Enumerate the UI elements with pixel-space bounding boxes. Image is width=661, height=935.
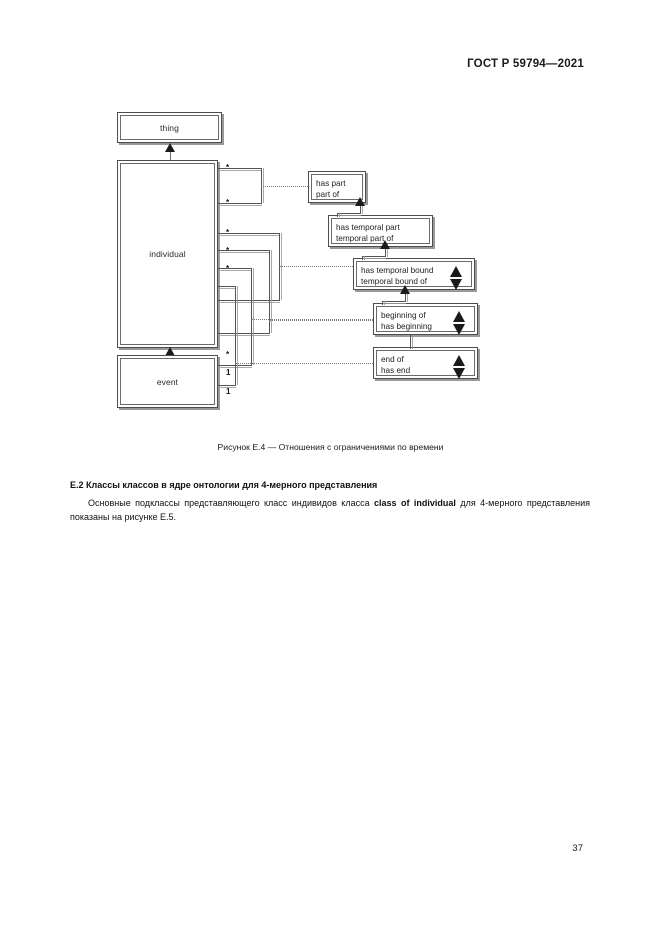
assoc-has-temporal-part-top-segment [218, 233, 280, 234]
relation-box-end-of-updown-icon [453, 355, 465, 379]
generalization-temporal-bound-temporal-part-arrowhead [380, 240, 390, 249]
generalization-temporal-part-haspart-h [337, 213, 361, 214]
generalization-end-temporal-bound-v [410, 335, 411, 349]
paragraph-text-part2: для 4-мерного представления показаны на … [70, 498, 591, 522]
relation-box-beginning-of-inner: beginning of has beginning [376, 306, 475, 335]
page-number: 37 [572, 843, 583, 854]
relation-box-end-of-line1: end of [381, 355, 404, 364]
assoc-beginning-of-top-segment [218, 268, 252, 269]
generalization-temporal-part-haspart-arrowhead [355, 197, 365, 206]
triangle-down-icon [450, 279, 462, 290]
assoc-end-of-link [235, 363, 379, 364]
relation-box-beginning-of-line2: has beginning [381, 322, 432, 331]
triangle-down-icon [453, 368, 465, 379]
generalization-individual-thing-arrowhead [165, 143, 175, 152]
generalization-temporal-bound-temporal-part-v1 [362, 256, 363, 260]
generalization-beginning-temporal-bound-arrowhead [400, 285, 410, 294]
triangle-down-icon [453, 324, 465, 335]
assoc-has-part-top-segment [218, 168, 262, 169]
paragraph-text-part1: Основные подклассы представляющего класс… [88, 498, 375, 508]
cardinality-marker-1: * [226, 163, 230, 172]
assoc-beginning-of-right-segment [251, 268, 252, 365]
figure-caption: Рисунок Е.4 — Отношения с ограничениями … [217, 442, 444, 452]
assoc-beginning-of-link [251, 319, 379, 320]
class-box-thing: thing [117, 112, 222, 143]
cardinality-marker-7: 1 [226, 368, 231, 377]
relation-box-has-part: has part part of [308, 171, 366, 203]
relation-box-has-temporal-part-line1: has temporal part [336, 223, 400, 232]
relation-box-has-temporal-part: has temporal part temporal part of [328, 215, 433, 247]
class-box-individual-inner: individual [120, 163, 215, 345]
generalization-temporal-bound-temporal-part-v2 [385, 248, 386, 257]
generalization-event-individual-arrowhead [165, 347, 175, 356]
relation-box-has-part-line1: has part [316, 179, 346, 188]
cardinality-marker-5: * [226, 264, 230, 273]
relation-box-has-temporal-bound-line1: has temporal bound [361, 266, 434, 275]
class-box-individual-label: individual [149, 249, 186, 259]
relation-box-has-part-inner: has part part of [311, 174, 363, 200]
triangle-up-icon [453, 355, 465, 366]
assoc-end-of-bottom-segment [218, 385, 236, 386]
generalization-temporal-part-haspart-v2 [360, 205, 361, 214]
relation-box-beginning-of-updown-icon [453, 311, 465, 335]
figure-e4-diagram: thing individual event [0, 95, 661, 425]
relation-box-has-temporal-part-line2: temporal part of [336, 234, 394, 243]
relation-box-has-temporal-bound-inner: has temporal bound temporal bound of [356, 261, 472, 290]
assoc-has-temporal-bound-link [269, 320, 379, 321]
class-box-event-inner: event [120, 358, 215, 405]
class-box-event: event [117, 355, 218, 408]
paragraph-term-bold: class of individual [374, 498, 456, 508]
relation-box-end-of-inner: end of has end [376, 350, 475, 379]
assoc-has-part-right-segment [261, 168, 262, 203]
assoc-has-temporal-bound-bottom-segment [218, 333, 270, 334]
assoc-has-temporal-bound-right-segment [269, 250, 270, 333]
assoc-has-part-bottom-segment [218, 203, 262, 204]
triangle-up-icon [453, 311, 465, 322]
class-box-event-label: event [156, 376, 179, 387]
relation-box-end-of-line2: has end [381, 366, 411, 375]
relation-box-has-temporal-part-inner: has temporal part temporal part of [331, 218, 430, 244]
assoc-end-of-right-segment [235, 286, 236, 385]
assoc-has-part-link [261, 186, 308, 187]
generalization-beginning-temporal-bound-h [382, 301, 406, 302]
relation-box-end-of: end of has end [373, 347, 478, 379]
class-box-individual: individual [117, 160, 218, 348]
class-box-thing-label: thing [160, 122, 179, 133]
cardinality-marker-4: * [226, 246, 230, 255]
body-paragraph: Основные подклассы представляющего класс… [70, 497, 590, 524]
generalization-individual-thing-line [170, 151, 171, 160]
generalization-temporal-part-haspart-v1 [337, 213, 338, 217]
document-header-standard-id: ГОСТ Р 59794—2021 [467, 58, 584, 70]
relation-box-has-temporal-bound: has temporal bound temporal bound of [353, 258, 475, 290]
generalization-beginning-temporal-bound-v2 [405, 293, 406, 302]
cardinality-marker-6: * [226, 350, 230, 359]
relation-box-has-temporal-bound-updown-icon [450, 266, 462, 290]
cardinality-marker-2: * [226, 198, 230, 207]
generalization-beginning-temporal-bound-v1 [382, 301, 383, 305]
section-heading: Е.2 Классы классов в ядре онтологии для … [70, 480, 378, 490]
generalization-temporal-bound-temporal-part-h [362, 256, 386, 257]
relation-box-has-temporal-bound-line2: temporal bound of [361, 277, 427, 286]
cardinality-marker-8: 1 [226, 387, 231, 396]
relation-box-has-part-line2: part of [316, 190, 340, 199]
relation-box-beginning-of: beginning of has beginning [373, 303, 478, 335]
class-box-thing-inner: thing [120, 115, 219, 140]
relation-box-beginning-of-line1: beginning of [381, 311, 426, 320]
assoc-end-of-top-segment [218, 286, 236, 287]
triangle-up-icon [450, 266, 462, 277]
assoc-has-temporal-bound-top-segment [218, 250, 270, 251]
cardinality-marker-3: * [226, 228, 230, 237]
assoc-has-temporal-part-bottom-segment [218, 300, 280, 301]
